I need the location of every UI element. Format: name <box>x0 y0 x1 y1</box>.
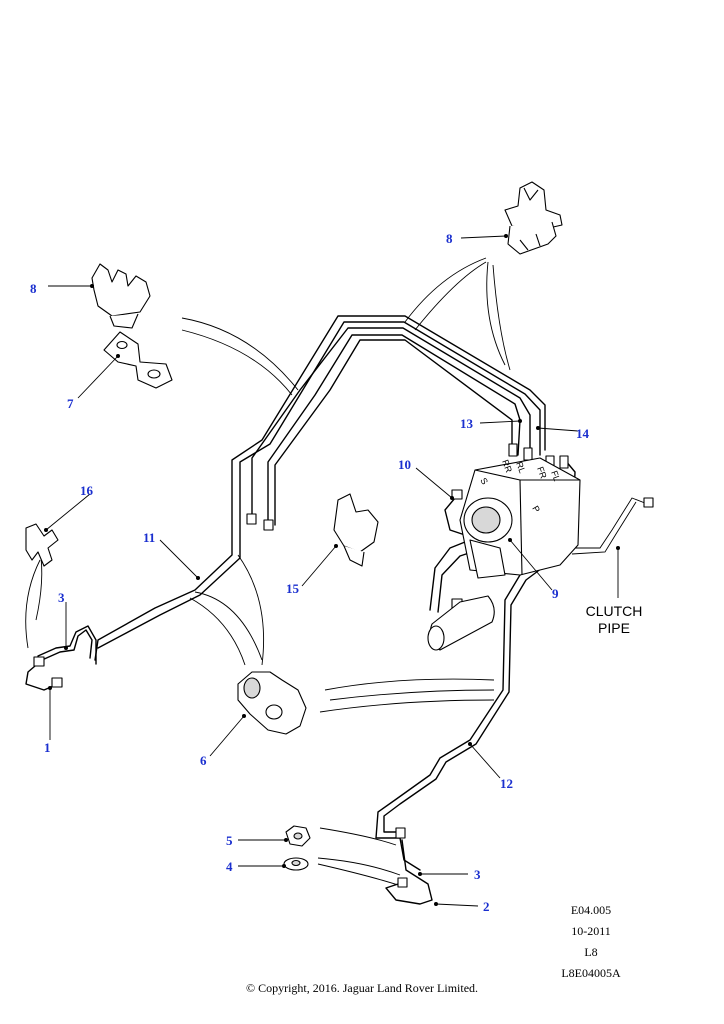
pipe-clip-8-left <box>91 263 151 329</box>
callouts: 1 2 3 3 4 5 6 7 8 8 9 10 11 12 13 14 15 … <box>30 231 590 914</box>
callout-9: 9 <box>552 586 559 601</box>
callout-16: 16 <box>80 483 94 498</box>
callout-10: 10 <box>398 457 411 472</box>
port-label-rl: RL <box>514 460 527 474</box>
leader-lines <box>44 234 620 907</box>
grommet-clip-6 <box>237 671 307 735</box>
port-label-fr: FR <box>535 465 549 480</box>
port-label-rr: RR <box>500 458 514 474</box>
illustration-date: 10-2011 <box>571 924 611 938</box>
illustration-ref: L8E04005A <box>561 966 621 980</box>
port-label-s: S <box>478 476 490 486</box>
port-label-p: P <box>530 504 542 514</box>
clip-16 <box>25 523 59 567</box>
callout-15: 15 <box>286 581 300 596</box>
callout-3-left: 3 <box>58 590 65 605</box>
pipe-clip-15 <box>333 493 379 567</box>
callout-2: 2 <box>483 899 490 914</box>
port-label-fl: FL <box>549 469 562 482</box>
callout-8-top: 8 <box>446 231 453 246</box>
callout-7: 7 <box>67 396 74 411</box>
brake-pipe-bundle <box>25 315 651 905</box>
abs-modulator-unit: S P RR RL FR FL <box>427 457 581 651</box>
callout-1: 1 <box>44 740 51 755</box>
callout-8-left: 8 <box>30 281 37 296</box>
callout-5: 5 <box>226 833 233 848</box>
grouping-curves <box>25 257 511 886</box>
callout-13: 13 <box>460 416 474 431</box>
callout-12: 12 <box>500 776 513 791</box>
bracket-7 <box>103 331 173 389</box>
callout-6: 6 <box>200 753 207 768</box>
callout-14: 14 <box>576 426 590 441</box>
washer-4 <box>283 857 309 871</box>
push-in-clip-8-top <box>504 181 563 255</box>
clutch-pipe-note-line2: PIPE <box>598 620 630 636</box>
callout-11: 11 <box>143 530 155 545</box>
clutch-pipe-note-line1: CLUTCH <box>586 603 643 619</box>
callout-4: 4 <box>226 859 233 874</box>
illustration-code: E04.005 <box>570 903 612 917</box>
illustration-variant: L8 <box>584 945 598 959</box>
nut-5 <box>285 825 311 847</box>
callout-3-bottom: 3 <box>474 867 481 882</box>
copyright-notice: © Copyright, 2016. Jaguar Land Rover Lim… <box>245 981 479 995</box>
